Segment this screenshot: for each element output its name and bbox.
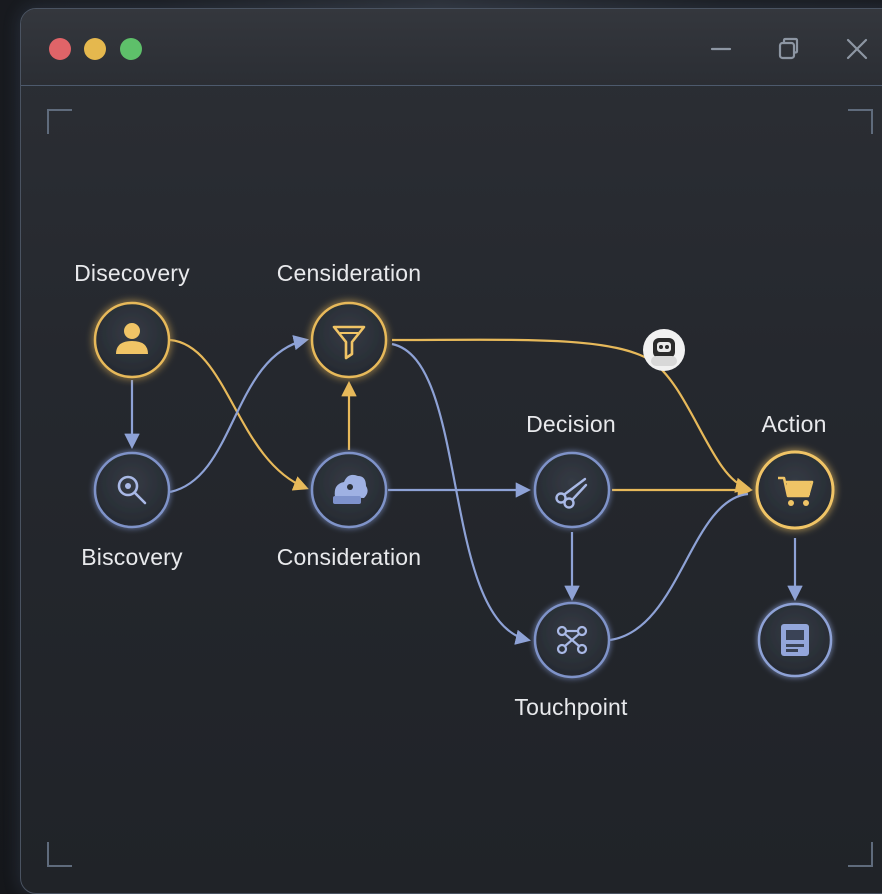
receipt-icon [781, 624, 809, 656]
cart-icon [778, 476, 814, 506]
funnel-icon [332, 325, 366, 360]
search-icon [117, 475, 147, 505]
edge-search-to-funnel [169, 335, 310, 494]
label-censideration: Censideration [276, 260, 422, 286]
title-bar [21, 9, 882, 86]
label-consideration: Consideration [276, 544, 422, 570]
close-icon[interactable] [841, 33, 873, 65]
assistant-badge[interactable] [643, 329, 685, 371]
node-consideration[interactable] [310, 451, 388, 529]
edge-funnel-to-touchpoint [391, 342, 532, 645]
scissors-icon [555, 477, 588, 509]
assistant-icon [651, 338, 677, 366]
app-window [20, 8, 882, 894]
label-disecovery: Disecovery [74, 260, 190, 286]
zoom-dot[interactable] [120, 38, 142, 60]
restore-icon[interactable] [773, 33, 805, 65]
user-icon [116, 323, 148, 354]
close-dot[interactable] [49, 38, 71, 60]
minimize-icon[interactable] [705, 33, 737, 65]
minimize-dot[interactable] [84, 38, 106, 60]
label-action: Action [761, 411, 827, 437]
edge-user-to-consideration [169, 338, 309, 491]
label-decision: Decision [526, 411, 616, 437]
network-icon [556, 625, 588, 655]
edge-touchpoint-to-action [609, 492, 749, 642]
label-touchpoint: Touchpoint [514, 694, 628, 720]
node-decision[interactable] [533, 451, 611, 529]
frame-corners [47, 109, 873, 867]
node-discovery[interactable] [93, 301, 171, 379]
cloud-data-icon [333, 474, 368, 504]
node-receipt[interactable] [757, 602, 833, 678]
node-censideration[interactable] [310, 301, 388, 379]
node-touchpoint[interactable] [533, 601, 611, 679]
node-biscovery[interactable] [93, 451, 171, 529]
node-action[interactable] [755, 450, 835, 530]
label-biscovery: Biscovery [81, 544, 183, 570]
